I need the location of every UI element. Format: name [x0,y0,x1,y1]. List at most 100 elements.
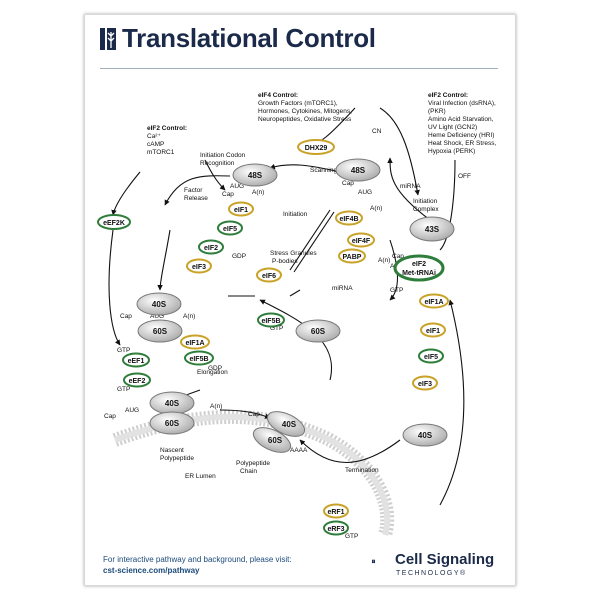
cap-label-6: Cap [392,253,404,260]
page-title: Translational Control [122,23,376,53]
factor-erf1-label: eRF1 [327,509,344,516]
ribosome-60s-b [295,319,341,343]
factor-eif1a-b-label: eIF1A [424,299,443,306]
factor-eif1-b [420,322,446,338]
ribosome-43s-label: 43S [425,225,440,234]
gtp-label-5: GTP [345,533,358,540]
eif2-right-item-6: Heat Shock, ER Stress, [428,140,496,147]
eif2-left-title: eIF2 Control: [147,125,187,132]
an-label-3: A(n) [183,313,195,320]
ribosome-60s-c-label: 60S [165,419,180,428]
factor-eef1 [122,352,150,368]
gtp-label-4: GTP [117,386,130,393]
factor-eif5-b [418,348,444,364]
ribosome-40s-d-label: 40S [418,431,433,440]
ribosome-40s-d [402,423,448,447]
an-label-6: A(n) [378,257,390,264]
factor-eif1-b-label: eIF1 [426,328,440,335]
factor-eif4f [347,232,375,248]
factor-eif1-a-label: eIF1 [234,207,248,214]
eif4-item-1: Growth Factors (mTORC1), [258,100,338,107]
off-label: OFF [458,173,471,180]
aug-label-4: AUG [125,407,139,414]
stress-granules-label-1: Stress Granules [270,250,317,257]
er-membrane [112,409,395,537]
eif2-left-item-3: mTORC1 [147,149,175,156]
polypeptide-chain-label-2: Chain [240,468,257,475]
eif2-right-item-2: (PKR) [428,108,446,115]
logo-name: Cell Signaling [395,551,495,568]
scanning-label: Scanning [310,167,337,174]
factor-erf3 [323,520,349,536]
eif2-right-item-5: Heme Deficiency (HRI) [428,132,494,139]
factor-eif1a-b [419,293,449,309]
stress-granules-label-2: P-bodies [272,258,298,265]
factor-eif2-met-label-1: eIF2 [412,261,426,268]
factor-eif3-b [412,375,438,391]
factor-eif6 [256,267,282,283]
ribosome-48s-b [335,158,381,182]
factor-release-label-1: Factor [184,187,203,194]
factor-dhx29 [297,139,335,155]
cst-logo-mark-icon [372,559,376,564]
factor-eif5b-label: eIF5B [261,318,280,325]
eif2-left-item-2: cAMP [147,141,164,148]
factor-eif1a-a-label: eIF1A [185,340,204,347]
ribosome-60s-a-label: 60S [153,327,168,336]
initiation-complex-label-1: Initiation [413,198,438,205]
ribosome-48s-a-label: 48S [248,171,263,180]
mirna-mid-label: miRNA [332,285,353,292]
logo-tagline: TECHNOLOGY® [396,570,467,577]
cst-logo-icon [100,28,116,50]
footer-link[interactable]: cst-science.com/pathway [103,566,200,575]
factor-eif5-b-label: eIF5 [424,354,438,361]
cap-label-4: Cap [104,413,116,420]
title-divider [100,68,498,69]
an-label-2: A(n) [370,205,382,212]
footer: For interactive pathway and background, … [103,554,292,576]
ribosome-60s-c [149,411,195,435]
aaaa-label: AAAA [290,447,308,454]
ribosome-60s-a [137,319,183,343]
ribosome-48s-b-label: 48S [351,166,366,175]
factor-release-label-2: Release [184,195,208,202]
mirna-top-label: miRNA [400,183,421,190]
an-label-4: A(n) [210,403,222,410]
factor-eif1-a [228,201,254,217]
eif2-right-item-1: Viral Infection (dsRNA), [428,100,496,107]
ribosome-40s-c [266,411,306,437]
initiation-complex-label-2: Complex [413,206,439,213]
er-lumen-label: ER Lumen [185,473,216,480]
factor-eef1-label: eEF1 [128,358,145,365]
initiation-codon-label-2: Recognition [200,160,235,167]
factor-eif3-b-label: eIF3 [418,381,432,388]
factor-eif5-a-label: eIF5 [223,226,237,233]
ribosome-48s-a [232,163,278,187]
factor-dhx29-label: DHX29 [305,145,328,152]
initiation-label: Initiation [283,211,308,218]
factor-eif2-met-label-2: Met-tRNAi [402,270,436,277]
eif4-item-2: Hormones, Cytokines, Mitogens, [258,108,352,115]
factor-eif2-a-label: eIF2 [204,245,218,252]
factor-eef2k [97,214,131,230]
cap-label-5: Cap [248,411,260,418]
factor-erf3-label: eRF3 [327,526,344,533]
gdp-label-2: GDP [208,365,222,372]
ribosome-40s-b-label: 40S [165,399,180,408]
gdp-label-1: GDP [232,253,246,260]
gtp-label-2: GTP [270,325,283,332]
nascent-label-1: Nascent [160,447,184,454]
cn-label: CN [372,128,382,135]
factor-eif4f-label: eIF4F [352,238,371,245]
aug-label-3: AUG [150,313,164,320]
eif2-left-item-1: Ca²⁺ [147,133,161,140]
eif2-right-item-4: UV Light (GCN2) [428,124,477,131]
factor-pabp [338,248,366,264]
footer-text: For interactive pathway and background, … [103,555,292,564]
gtp-label-3: GTP [117,347,130,354]
termination-label: Termination [345,467,379,474]
factor-eif5b-b [184,350,214,366]
ribosome-60s-d [252,427,292,453]
cap-label-2: Cap [342,180,354,187]
